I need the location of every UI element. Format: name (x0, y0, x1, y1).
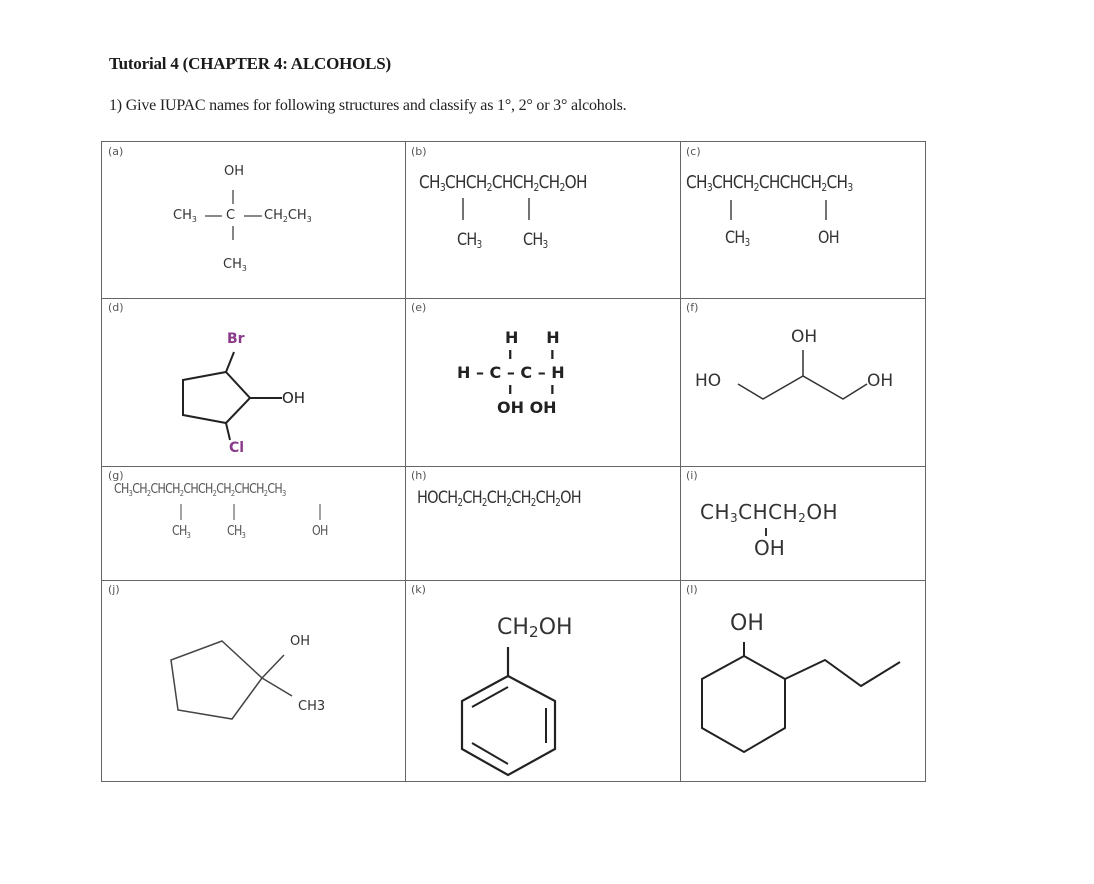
condensed-formula: CH3CHCH2OH (700, 500, 839, 525)
methyl-group: CH3 (173, 208, 197, 224)
chlorine-atom: Cl (229, 440, 245, 456)
hydroxyl-group: OH (867, 371, 894, 391)
structure-cell-a: (a) OH CH3 C CH2CH3 CH3 (102, 142, 405, 298)
bromine-atom: Br (227, 331, 245, 347)
bond-lines (737, 350, 868, 400)
hydroxyl-branch: OH (818, 228, 840, 248)
condensed-formula: CH3CHCH2CHCHCH2CH3 (686, 172, 853, 194)
methyl-group: CH3 (223, 257, 247, 273)
hydroxyl-group: OH (290, 634, 311, 649)
hydroxyl-group: OH (282, 389, 306, 407)
structure-cell-l: (l) OH (680, 580, 927, 782)
methyl-branch: CH3 (457, 230, 482, 251)
structure-label: (j) (108, 583, 120, 596)
structure-cell-c: (c) CH3CHCH2CHCHCH2CH3 CH3 OH (680, 142, 927, 298)
cyclopentane-ring (182, 351, 282, 441)
condensed-formula: CH3CHCH2CHCH2CH2OH (419, 172, 588, 194)
methyl-branch: CH3 (725, 228, 750, 249)
structure-label: (f) (686, 301, 699, 314)
structure-cell-b: (b) CH3CHCH2CHCH2CH2OH CH3 CH3 (405, 142, 680, 298)
row-divider (102, 466, 925, 467)
structure-cell-d: (d) Br OH Cl (102, 298, 405, 466)
bond-lines (180, 504, 321, 520)
structure-cell-i: (i) CH3CHCH2OH OH (680, 466, 927, 580)
hydroxymethyl-group: CH2OH (497, 615, 573, 641)
hydroxyl-branch: OH (754, 536, 785, 560)
structure-label: (h) (411, 469, 427, 482)
structure-label: (e) (411, 301, 427, 314)
structure-cell-f: (f) HO OH OH (680, 298, 927, 466)
hydroxyl-group: OH (730, 611, 764, 636)
hydroxyl-group: HO (695, 371, 722, 391)
structure-cell-g: (g) CH3CH2CHCH2CHCH2CH2CHCH2CH3 CH3 CH3 … (102, 466, 405, 580)
condensed-formula: HOCH2CH2CH2CH2CH2OH (417, 488, 582, 509)
cyclohexane-ring (701, 642, 901, 754)
structure-label: (l) (686, 583, 698, 596)
bond-lines (765, 528, 767, 536)
methyl-branch: CH3 (172, 524, 191, 540)
hydroxyl-group: OH (224, 164, 245, 179)
hydroxyl-branch: OH (312, 524, 328, 539)
structure-cell-h: (h) HOCH2CH2CH2CH2CH2OH (405, 466, 680, 580)
page-title: Tutorial 4 (CHAPTER 4: ALCOHOLS) (109, 54, 392, 73)
structure-label: (c) (686, 145, 701, 158)
ethyl-group: CH2CH3 (264, 208, 312, 224)
structure-cell-k: (k) CH2OH (405, 580, 680, 782)
row-divider (102, 298, 925, 299)
condensed-formula: CH3CH2CHCH2CHCH2CH2CHCH2CH3 (114, 482, 286, 498)
structure-label: (d) (108, 301, 124, 314)
structure-cell-e: (e) H H I I H – C – C – H I I OH OH (405, 298, 680, 466)
methyl-branch: CH3 (227, 524, 246, 540)
hydroxyl-group: OH (791, 327, 818, 347)
bond-lines (205, 190, 262, 240)
benzene-ring (460, 647, 557, 777)
structure-label: (b) (411, 145, 427, 158)
row-divider (102, 580, 925, 581)
structure-label: (a) (108, 145, 124, 158)
methyl-branch: CH3 (523, 230, 548, 251)
methyl-group: CH3 (298, 699, 326, 714)
column-divider (405, 142, 406, 781)
bond-lines (462, 198, 530, 220)
bond-lines (730, 200, 827, 220)
column-divider (680, 142, 681, 781)
cyclopentane-ring (170, 640, 293, 720)
structural-formula: H H I I H – C – C – H I I OH OH (457, 328, 565, 417)
central-carbon: C (226, 208, 236, 223)
structures-table: (a) OH CH3 C CH2CH3 CH3 (b) CH3CHCH2CHCH… (101, 141, 926, 782)
structure-label: (i) (686, 469, 698, 482)
question-text: 1) Give IUPAC names for following struct… (109, 97, 627, 114)
structure-label: (g) (108, 469, 124, 482)
structure-cell-j: (j) OH CH3 (102, 580, 405, 782)
structure-label: (k) (411, 583, 426, 596)
